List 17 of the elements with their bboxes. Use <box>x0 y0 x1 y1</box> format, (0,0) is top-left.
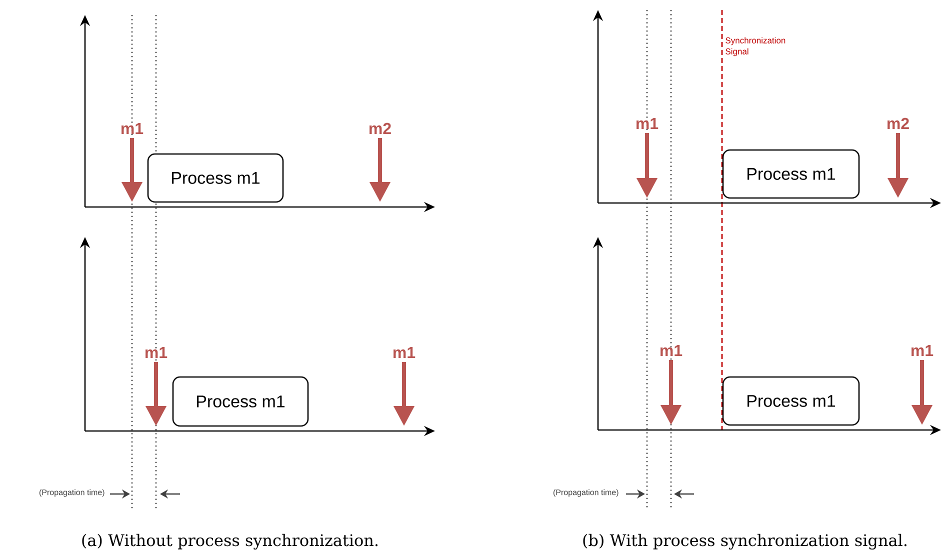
process-box: Process m1 <box>147 153 284 203</box>
message-label: m1 <box>660 345 682 356</box>
process-box: Process m1 <box>722 376 860 426</box>
message-label: m1 <box>912 345 934 356</box>
signal-label: Synchronization Signal <box>726 37 786 56</box>
propagation-time-label: (Propagation time) <box>40 489 104 497</box>
message-label: m1 <box>394 347 416 358</box>
message-label: m1 <box>122 122 144 134</box>
process-box: Process m1 <box>172 376 309 427</box>
message-label: m2 <box>370 122 391 134</box>
message-label: m1 <box>146 347 168 358</box>
propagation-time-label: (Propagation time) <box>554 489 618 497</box>
subfigure-caption: (a) Without process synchronization. <box>82 534 378 550</box>
message-label: m1 <box>636 118 658 129</box>
subfigure-caption: (b) With process synchronization signal. <box>583 534 906 550</box>
process-box: Process m1 <box>722 149 860 199</box>
message-label: m2 <box>888 118 909 129</box>
